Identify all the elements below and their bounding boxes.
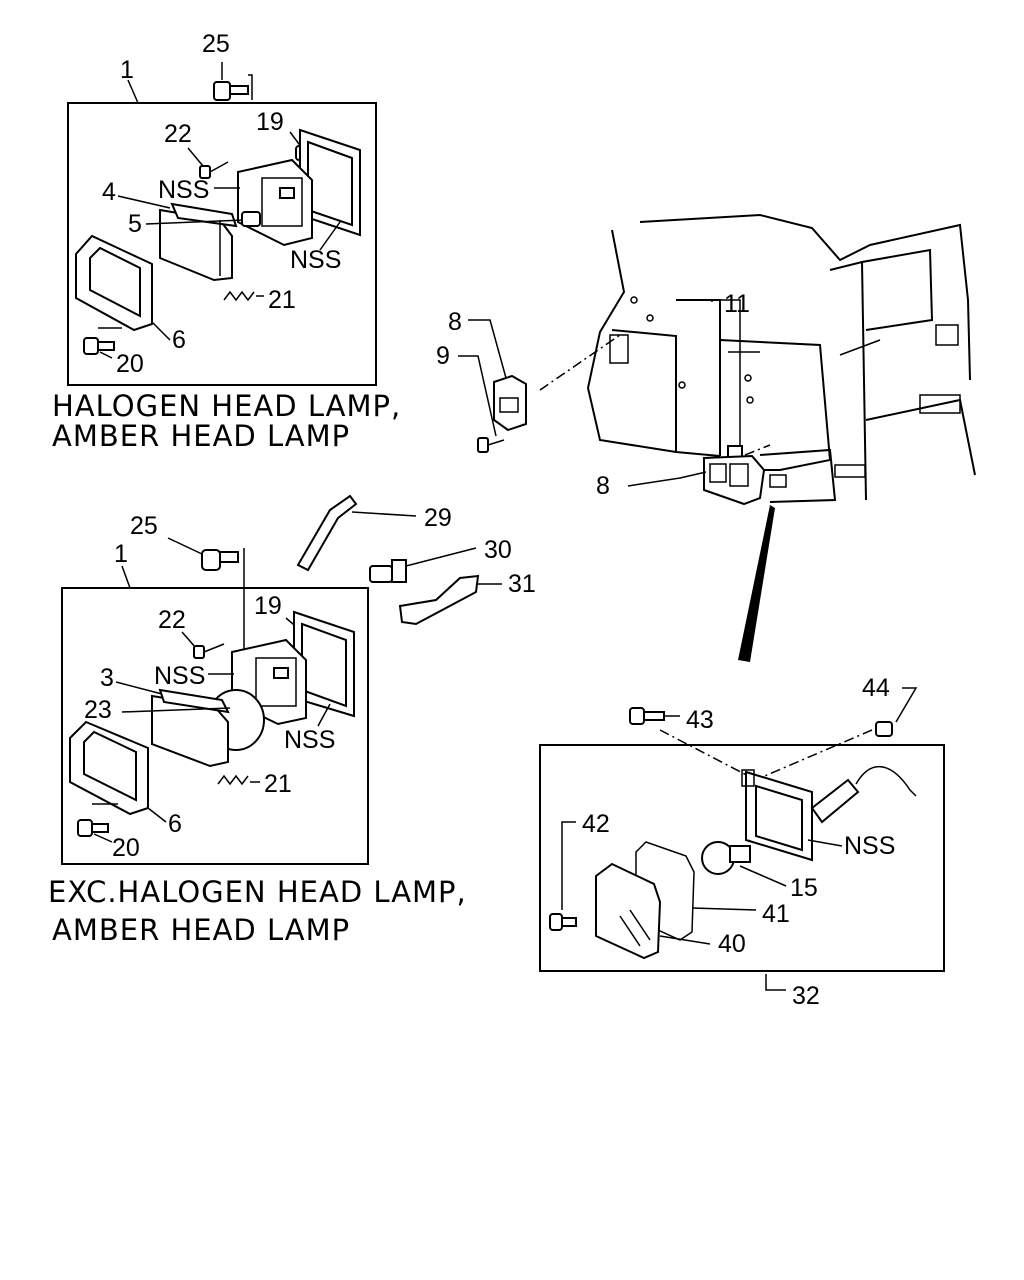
pivot-5-icon <box>241 211 261 227</box>
exc-halogen-callout-23: 23 <box>84 696 112 724</box>
bezel-6-exc-icon <box>69 720 149 816</box>
turn-lamp-callout-32: 32 <box>792 982 820 1010</box>
screw-22-icon <box>199 161 229 179</box>
exc-halogen-callout-nss-2: NSS <box>284 726 335 754</box>
spring-21-exc-icon <box>217 774 249 786</box>
side-lamp-8b-icon <box>703 454 766 506</box>
halogen-callout-nss-1: NSS <box>158 176 209 204</box>
screw-22-exc-icon <box>193 643 225 659</box>
turn-lamp-callout-15: 15 <box>790 874 818 902</box>
turn-lamp-panel-frame <box>539 744 945 972</box>
screw-25-icon <box>213 81 249 101</box>
headlamp-unit-4-icon <box>159 202 238 282</box>
halogen-callout-19: 19 <box>256 108 284 136</box>
screw-9-icon <box>477 437 489 453</box>
turn-lamp-callout-42: 42 <box>582 810 610 838</box>
exc-halogen-caption-line1: EXC.HALOGEN HEAD LAMP, <box>48 875 467 909</box>
truck-callout-8b: 8 <box>596 472 610 500</box>
bracket-callout-31: 31 <box>508 570 536 598</box>
halogen-callout-1: 1 <box>120 56 134 84</box>
halogen-callout-20: 20 <box>116 350 144 378</box>
rear-frame-bracket-exc-icon <box>293 610 355 718</box>
bezel-6-icon <box>75 234 153 332</box>
exc-halogen-callout-6: 6 <box>168 810 182 838</box>
halogen-callout-22: 22 <box>164 120 192 148</box>
halogen-callout-nss-2: NSS <box>290 246 341 274</box>
turn-lamp-callout-41: 41 <box>762 900 790 928</box>
screw-42-icon <box>549 913 577 931</box>
spring-21-icon <box>223 290 255 302</box>
turn-lamp-callout-44: 44 <box>862 674 890 702</box>
halogen-callout-4: 4 <box>102 178 116 206</box>
halogen-callout-25: 25 <box>202 30 230 58</box>
truck-callout-11: 11 <box>724 290 750 318</box>
exc-halogen-callout-19: 19 <box>254 592 282 620</box>
lens-40-icon <box>595 862 662 960</box>
exc-halogen-callout-1: 1 <box>114 540 128 568</box>
headlamp-unit-3-icon <box>151 688 265 768</box>
bracket-callout-29: 29 <box>424 504 452 532</box>
exc-halogen-callout-21: 21 <box>264 770 292 798</box>
view-pointer-arrow <box>738 505 775 662</box>
halogen-caption-line2: AMBER HEAD LAMP <box>52 419 350 453</box>
halogen-caption-line1: HALOGEN HEAD LAMP, <box>52 389 401 423</box>
halogen-assembly-panel: 1 25 22 19 NSS NSS <box>52 30 401 453</box>
lamp-socket-housing-icon <box>741 766 917 862</box>
turn-lamp-callout-nss: NSS <box>844 832 895 860</box>
bulb-15-icon <box>701 841 751 875</box>
exc-halogen-callout-3: 3 <box>100 664 114 692</box>
bracket-29-icon <box>296 494 358 572</box>
truck-callout-9: 9 <box>436 342 450 370</box>
halogen-leader-25b <box>248 74 253 100</box>
halogen-panel-frame <box>67 102 377 386</box>
screw-20-icon <box>83 337 115 355</box>
exc-halogen-panel-frame <box>61 587 369 865</box>
halogen-callout-6: 6 <box>172 326 186 354</box>
bolt-30-icon <box>369 559 407 583</box>
exc-halogen-callout-25: 25 <box>130 512 158 540</box>
exc-halogen-callout-22: 22 <box>158 606 186 634</box>
turn-lamp-callout-40: 40 <box>718 930 746 958</box>
bracket-callout-30: 30 <box>484 536 512 564</box>
bracket-parts: 29 30 31 <box>296 494 536 626</box>
exc-halogen-caption-line2: AMBER HEAD LAMP <box>52 913 350 947</box>
bracket-31-icon <box>398 574 480 626</box>
turn-lamp-callout-43: 43 <box>686 706 714 734</box>
turn-lamp-assembly-panel: 44 43 NSS 15 <box>539 674 945 1010</box>
truck-callout-8a: 8 <box>448 308 462 336</box>
screw-20-exc-icon <box>77 819 109 837</box>
halogen-callout-21: 21 <box>268 286 296 314</box>
side-lamp-8a-icon <box>493 374 527 432</box>
exc-halogen-callout-nss-1: NSS <box>154 662 205 690</box>
bolt-43-icon <box>629 707 665 725</box>
truck-cab-illustration: 8 9 11 8 <box>436 213 976 662</box>
halogen-leader-1 <box>127 79 139 104</box>
exc-halogen-assembly-panel: 1 25 22 19 NSS NSS 3 <box>48 512 467 947</box>
exc-halogen-callout-20: 20 <box>112 834 140 862</box>
lamp-housing-icon <box>237 158 313 247</box>
screw-25-exc-icon <box>201 549 239 571</box>
nut-44-icon <box>875 721 893 737</box>
halogen-callout-5: 5 <box>128 210 142 238</box>
